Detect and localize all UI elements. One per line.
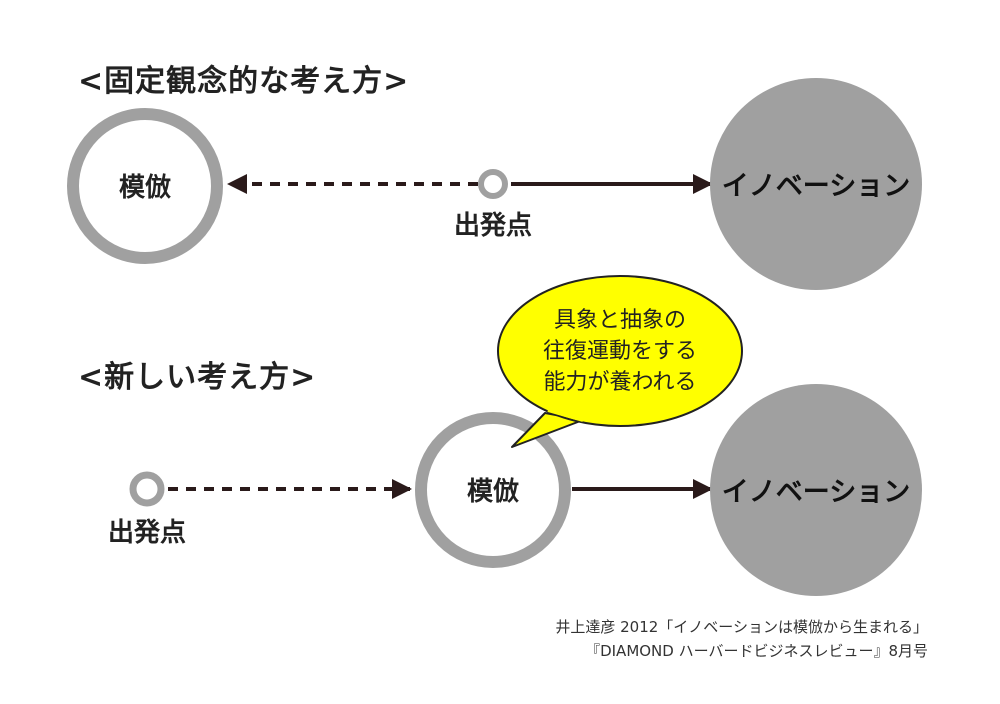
old-imitation-circle [67,108,223,264]
speech-bubble-callout: 具象と抽象の 往復運動をする 能力が養われる [497,275,743,448]
old-innovation-label: イノベーション [722,171,910,202]
new-imitation-circle [415,412,571,568]
old-innovation-circle [710,78,922,290]
old-way-heading: <固定観念的な考え方> [78,64,410,99]
citation-line-1: 井上達彦 2012「イノベーションは模倣から生まれる」 [555,618,928,636]
new-way-heading: <新しい考え方> [78,360,317,395]
new-innovation-label: イノベーション [722,477,910,508]
old-start-point-label: 出発点 [454,210,532,241]
old-start-point-node [478,169,508,199]
citation-line-2: 『DIAMOND ハーバードビジネスレビュー』8月号 [585,642,928,660]
old-imitation-label: 模倣 [119,173,171,203]
callout-line-1: 具象と抽象の [554,308,686,333]
callout-line-2: 往復運動をする [543,339,697,364]
new-start-point-node [129,471,165,507]
new-start-point-label: 出発点 [108,517,186,548]
new-imitation-label: 模倣 [467,477,519,507]
new-innovation-circle [710,384,922,596]
callout-line-3: 能力が養われる [544,370,697,395]
